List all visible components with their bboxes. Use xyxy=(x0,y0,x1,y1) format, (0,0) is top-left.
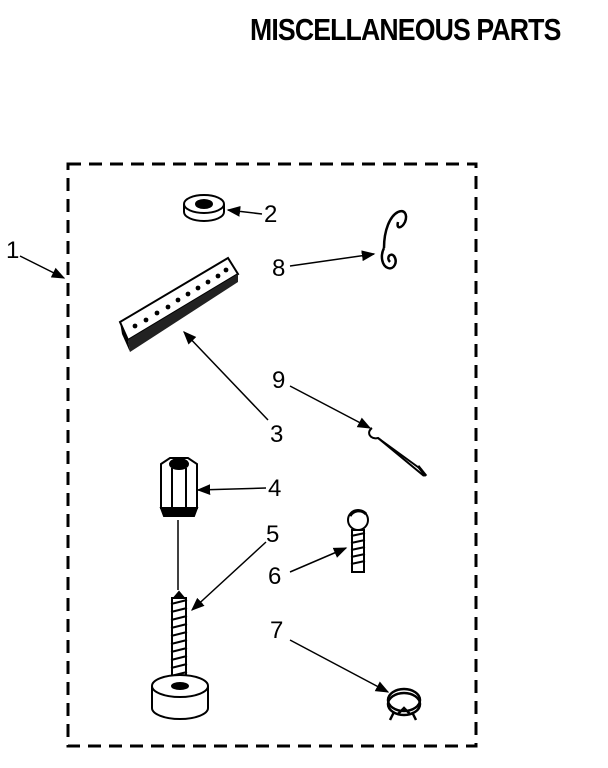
callout-7: 7 xyxy=(270,617,283,644)
part-6-bolt xyxy=(347,509,369,573)
leader-2 xyxy=(226,206,263,217)
leader-lines xyxy=(19,206,390,693)
callout-3: 3 xyxy=(270,421,283,448)
part-8-hook xyxy=(380,209,408,270)
callout-9: 9 xyxy=(272,367,285,394)
leader-1 xyxy=(19,255,66,279)
part-2-grommet xyxy=(183,194,225,222)
part-7-clamp xyxy=(386,687,422,721)
part-4-coupler xyxy=(159,457,199,517)
leader-7 xyxy=(289,639,390,693)
leader-6 xyxy=(289,547,348,573)
callout-5: 5 xyxy=(266,521,279,548)
leader-9 xyxy=(289,385,372,429)
leader-8 xyxy=(289,250,376,267)
callout-6: 6 xyxy=(268,563,281,590)
leader-5 xyxy=(191,541,267,611)
part-5-leveling-leg xyxy=(151,520,209,720)
callout-2: 2 xyxy=(264,201,277,228)
part-3-bracket xyxy=(118,256,240,352)
kit-boundary xyxy=(66,162,478,748)
callout-1: 1 xyxy=(6,237,19,264)
page-title: MISCELLANEOUS PARTS xyxy=(250,12,561,47)
callout-4: 4 xyxy=(268,475,281,502)
leader-3 xyxy=(183,331,269,421)
leader-4 xyxy=(196,484,267,496)
part-9-pin xyxy=(368,427,428,477)
callout-8: 8 xyxy=(272,255,285,282)
